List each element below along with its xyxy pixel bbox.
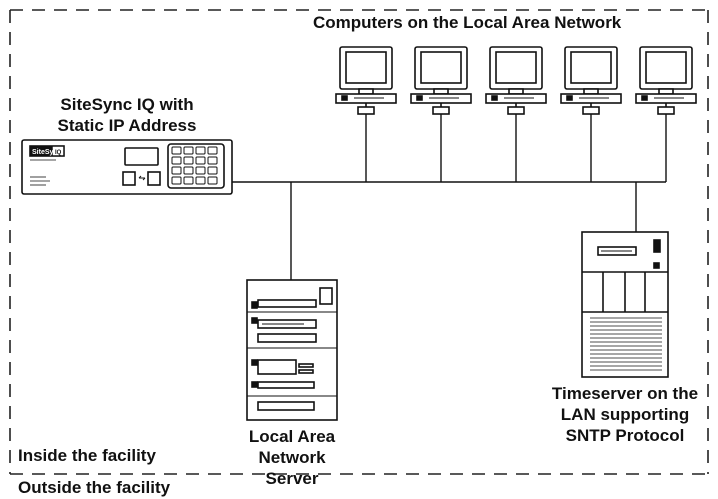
lan-computers [335,46,697,115]
device-badge-text: IQ [55,150,62,156]
inside-facility-label: Inside the facility [18,446,156,465]
computer-2 [410,46,472,115]
lan-server-label-line-1: Local Area [248,427,336,446]
lan-wiring [232,114,667,280]
device-brand-text: SiteSync [32,149,62,156]
lan-server-label: Local Area Network Server [222,426,362,489]
lan-server-label-line-3: Server [265,469,319,488]
sitesync-label: SiteSync IQ with Static IP Address [22,94,232,136]
sitesync-label-line-2: Static IP Address [57,116,197,135]
timeserver-label: Timeserver on the LAN supporting SNTP Pr… [540,383,710,446]
sitesync-label-line-1: SiteSync IQ with [60,95,194,114]
lan-server [246,279,338,421]
facility-boundary [9,9,709,475]
lan-computers-label: Computers on the Local Area Network [313,13,622,32]
timeserver-label-line-1: Timeserver on the [551,384,699,403]
timeserver [581,231,669,378]
outside-facility-label: Outside the facility [18,478,171,497]
sitesync-device: SiteSync IQ [21,139,233,195]
lan-server-label-line-2: Network [258,448,326,467]
timeserver-label-line-3: SNTP Protocol [565,426,685,445]
timeserver-label-line-2: LAN supporting [560,405,690,424]
computer-4 [560,46,622,115]
computer-1 [335,46,397,115]
computer-3 [485,46,547,115]
computer-5 [635,46,697,115]
